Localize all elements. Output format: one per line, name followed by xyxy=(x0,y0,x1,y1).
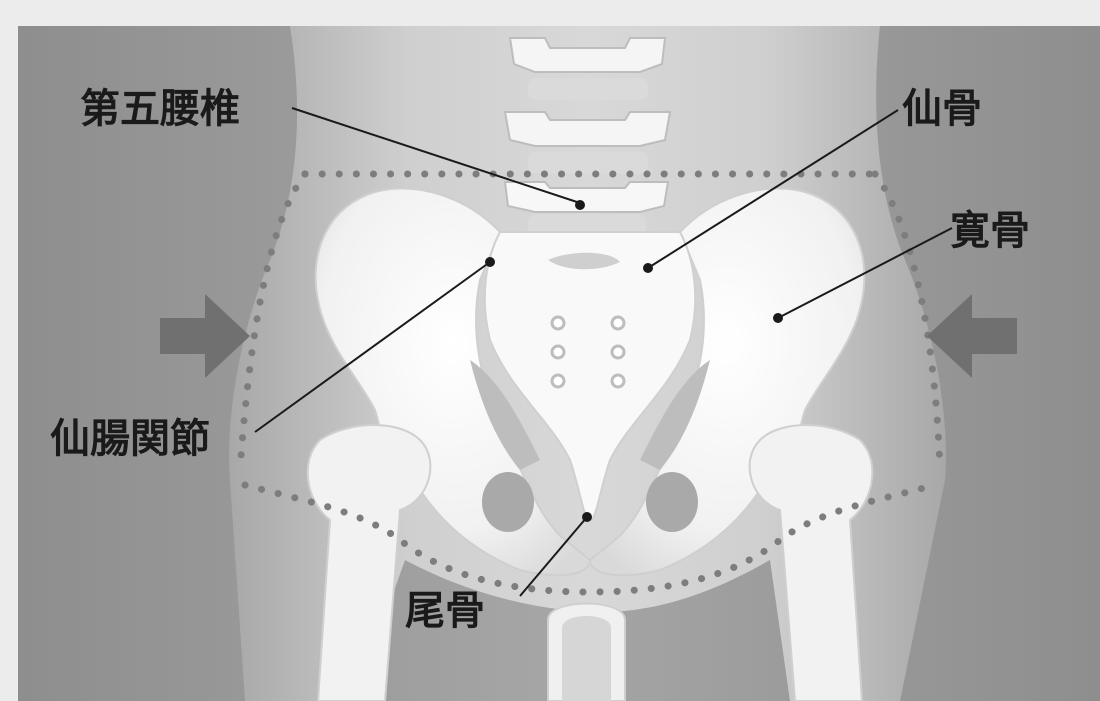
label-ilium: 寛骨 xyxy=(950,208,1030,254)
label-sacroiliac-joint: 仙腸関節 xyxy=(50,416,210,462)
label-coccyx: 尾骨 xyxy=(405,588,485,634)
label-fifth-lumbar: 第五腰椎 xyxy=(80,86,240,132)
right-obturator-foramen xyxy=(646,472,698,532)
pubic-inner xyxy=(562,616,611,701)
left-obturator-foramen xyxy=(482,472,534,532)
label-sacrum: 仙骨 xyxy=(902,86,982,132)
